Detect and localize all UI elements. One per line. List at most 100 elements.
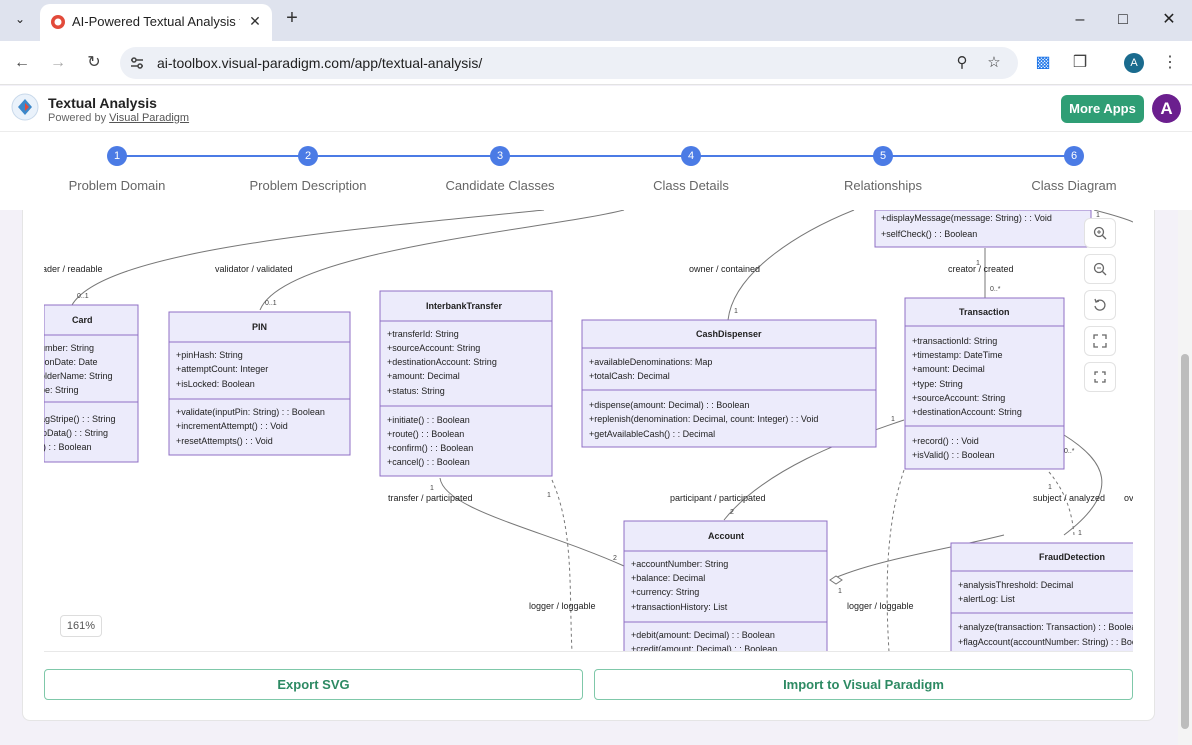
export-svg-button[interactable]: Export SVG (44, 669, 583, 700)
step-4-circle[interactable]: 4 (681, 146, 701, 166)
class-attr: +currency: String (631, 587, 699, 597)
class-op: +credit(amount: Decimal) : : Boolean (631, 644, 777, 652)
assoc-label: participant / participated (670, 493, 766, 503)
class-diagram-canvas[interactable]: +displayMessage(message: String) : : Voi… (44, 210, 1133, 652)
step-5-label[interactable]: Relationships (843, 178, 923, 193)
multiplicity: 1 (430, 485, 434, 492)
class-cash-dispenser[interactable]: CashDispenser +availableDenominations: M… (581, 319, 877, 448)
zoom-in-icon (1093, 226, 1107, 240)
class-name: Card (72, 315, 93, 325)
fullscreen-button[interactable] (1084, 362, 1116, 392)
class-attr: +transferId: String (387, 329, 459, 339)
class-op: +resetAttempts() : : Void (176, 436, 273, 446)
class-pin[interactable]: PIN +pinHash: String +attemptCount: Inte… (168, 311, 351, 456)
class-account[interactable]: Account +accountNumber: String +balance:… (623, 520, 828, 652)
assoc-label: owner / contained (689, 264, 760, 274)
zoom-icon[interactable]: ⚲ (956, 54, 968, 71)
step-4-label[interactable]: Class Details (653, 178, 729, 193)
class-attr: +status: String (387, 386, 445, 396)
scrollbar-thumb[interactable] (1181, 354, 1189, 729)
class-card[interactable]: Card umber: String tionDate: Date olderN… (44, 304, 139, 463)
new-tab-icon[interactable]: + (286, 7, 298, 29)
step-3-circle[interactable]: 3 (490, 146, 510, 166)
class-attr: olderName: String (44, 371, 113, 381)
multiplicity: 0..* (1064, 448, 1075, 455)
step-2-circle[interactable]: 2 (298, 146, 318, 166)
association-line (71, 210, 545, 306)
class-attr: +sourceAccount: String (387, 343, 480, 353)
browser-menu-icon[interactable]: ⋮ (1162, 54, 1178, 71)
tab-close-icon[interactable]: ✕ (249, 13, 261, 29)
assoc-label: subject / analyzed (1033, 493, 1105, 503)
dependency-line (886, 469, 905, 651)
forward-icon[interactable]: → (50, 54, 66, 71)
zoom-level-badge: 161% (60, 615, 102, 637)
back-icon[interactable]: ← (14, 54, 30, 71)
multiplicity: 2 (613, 555, 617, 562)
assoc-label: validator / validated (215, 264, 293, 274)
class-attr: +accountNumber: String (631, 559, 728, 569)
multiplicity: 1 (838, 588, 842, 595)
class-attr: pe: String (44, 385, 79, 395)
maximize-icon[interactable]: □ (1118, 11, 1128, 28)
fit-icon (1093, 334, 1107, 348)
class-interbank-transfer[interactable]: InterbankTransfer +transferId: String +s… (379, 290, 553, 477)
user-avatar[interactable]: A (1152, 94, 1181, 123)
dependency-lines (551, 469, 1075, 651)
close-window-icon[interactable]: ✕ (1162, 11, 1176, 28)
wizard-stepper: 1 2 3 4 5 6 Problem Domain Problem Descr… (0, 132, 1192, 210)
extension-download-icon[interactable]: ▩ (1035, 54, 1051, 71)
class-attr: +availableDenominations: Map (589, 357, 712, 367)
bookmark-star-icon[interactable]: ☆ (987, 54, 1001, 71)
page-scrollbar[interactable] (1178, 210, 1192, 745)
minimize-icon[interactable]: – (1075, 11, 1085, 28)
app-header: Textual Analysis Powered by Visual Parad… (0, 86, 1192, 132)
extensions-puzzle-icon[interactable]: ❒ (1072, 54, 1088, 71)
zoom-in-button[interactable] (1084, 218, 1116, 248)
assoc-label: logger / loggable (529, 601, 596, 611)
browser-tab[interactable]: AI-Powered Textual Analysis for ✕ (40, 4, 272, 41)
tab-search-chevron-icon[interactable]: ⌄ (14, 12, 26, 26)
address-bar[interactable]: ai-toolbox.visual-paradigm.com/app/textu… (120, 47, 1018, 79)
class-op: +selfCheck() : : Boolean (881, 229, 977, 239)
multiplicity-labels: 0..1 0..1 1 1 0..* 1 1 1 2 2 0..* 1 1 1 … (77, 212, 1100, 595)
dependency-line (551, 479, 573, 651)
reload-icon[interactable]: ↻ (87, 54, 101, 71)
browser-profile-avatar[interactable]: A (1124, 53, 1144, 73)
association-line (1093, 210, 1133, 223)
multiplicity: 2 (730, 509, 734, 516)
multiplicity: 1 (976, 260, 980, 267)
association-labels: ader / readable validator / validated ow… (44, 264, 1133, 611)
class-op: +isValid() : : Boolean (912, 450, 995, 460)
step-6-circle[interactable]: 6 (1064, 146, 1084, 166)
zoom-out-button[interactable] (1084, 254, 1116, 284)
step-5-circle[interactable]: 5 (873, 146, 893, 166)
class-name: Transaction (959, 307, 1010, 317)
step-1-label[interactable]: Problem Domain (68, 178, 166, 193)
powered-prefix: Powered by (48, 112, 107, 124)
class-transaction[interactable]: Transaction +transactionId: String +time… (904, 297, 1065, 470)
class-attr: +totalCash: Decimal (589, 371, 670, 381)
class-name: PIN (252, 322, 267, 332)
class-fraud-detection[interactable]: FraudDetection +analysisThreshold: Decim… (950, 542, 1133, 652)
visual-paradigm-link[interactable]: Visual Paradigm (109, 112, 190, 124)
site-settings-icon[interactable] (128, 54, 146, 72)
zoom-out-icon (1093, 262, 1107, 276)
import-to-visual-paradigm-button[interactable]: Import to Visual Paradigm (594, 669, 1133, 700)
class-top-partial[interactable]: +displayMessage(message: String) : : Voi… (874, 210, 1092, 248)
association-line (829, 534, 1005, 581)
step-2-label[interactable]: Problem Description (249, 178, 367, 193)
step-1-circle[interactable]: 1 (107, 146, 127, 166)
reset-view-button[interactable] (1084, 290, 1116, 320)
step-6-label[interactable]: Class Diagram (1031, 178, 1117, 193)
class-op: +getAvailableCash() : : Decimal (589, 429, 715, 439)
app-title: Textual Analysis (48, 95, 157, 111)
assoc-label: transfer / participated (388, 493, 473, 503)
class-attr: +attemptCount: Integer (176, 364, 268, 374)
class-op: +displayMessage(message: String) : : Voi… (881, 213, 1052, 223)
fit-view-button[interactable] (1084, 326, 1116, 356)
step-3-label[interactable]: Candidate Classes (445, 178, 555, 193)
more-apps-button[interactable]: More Apps (1061, 95, 1144, 123)
class-op: ipData() : : String (44, 428, 108, 438)
class-diagram-svg: +displayMessage(message: String) : : Voi… (44, 210, 1133, 652)
